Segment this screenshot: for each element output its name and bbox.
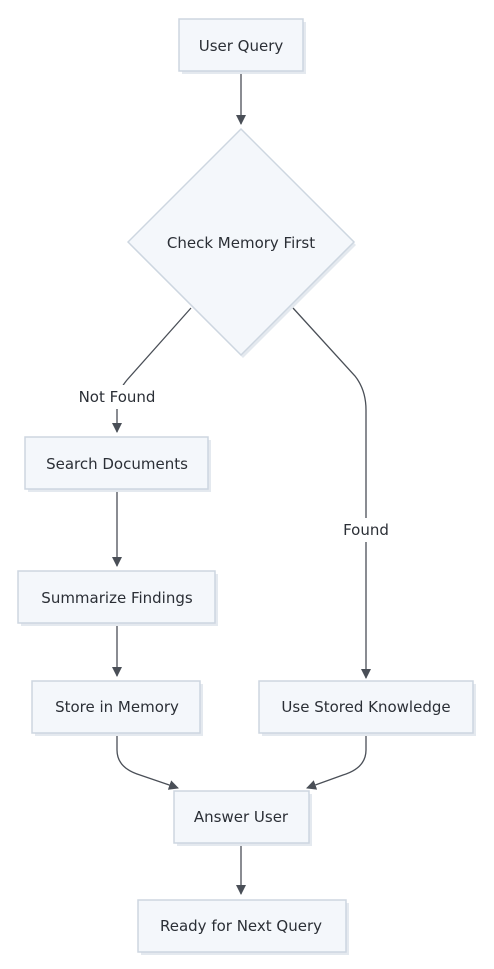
node-search-documents-label: Search Documents [46,455,188,473]
node-check-memory-label: Check Memory First [167,234,315,252]
edge-store-to-answer [116,734,179,790]
edge-check-to-search [112,307,192,433]
node-user-query[interactable]: User Query [178,18,306,74]
node-ready-next-query-label: Ready for Next Query [160,917,322,935]
node-search-documents[interactable]: Search Documents [24,436,211,492]
node-user-query-label: User Query [199,37,284,55]
node-answer-user-label: Answer User [194,808,289,826]
edge-usestored-to-answer [306,734,367,790]
node-answer-user[interactable]: Answer User [173,790,312,846]
edge-label-found: Found [343,521,389,539]
edge-check-to-usestored [292,307,371,679]
node-summarize-findings-label: Summarize Findings [41,589,193,607]
edge-label-not-found-group: Not Found [72,385,162,409]
edge-label-not-found: Not Found [79,388,156,406]
edge-label-found-group: Found [336,518,396,542]
node-store-in-memory[interactable]: Store in Memory [31,680,203,736]
node-use-stored-knowledge-label: Use Stored Knowledge [281,698,450,716]
node-store-in-memory-label: Store in Memory [55,698,179,716]
node-use-stored-knowledge[interactable]: Use Stored Knowledge [258,680,476,736]
node-check-memory[interactable]: Check Memory First [126,127,356,358]
node-summarize-findings[interactable]: Summarize Findings [17,570,218,626]
node-ready-next-query[interactable]: Ready for Next Query [137,899,349,955]
